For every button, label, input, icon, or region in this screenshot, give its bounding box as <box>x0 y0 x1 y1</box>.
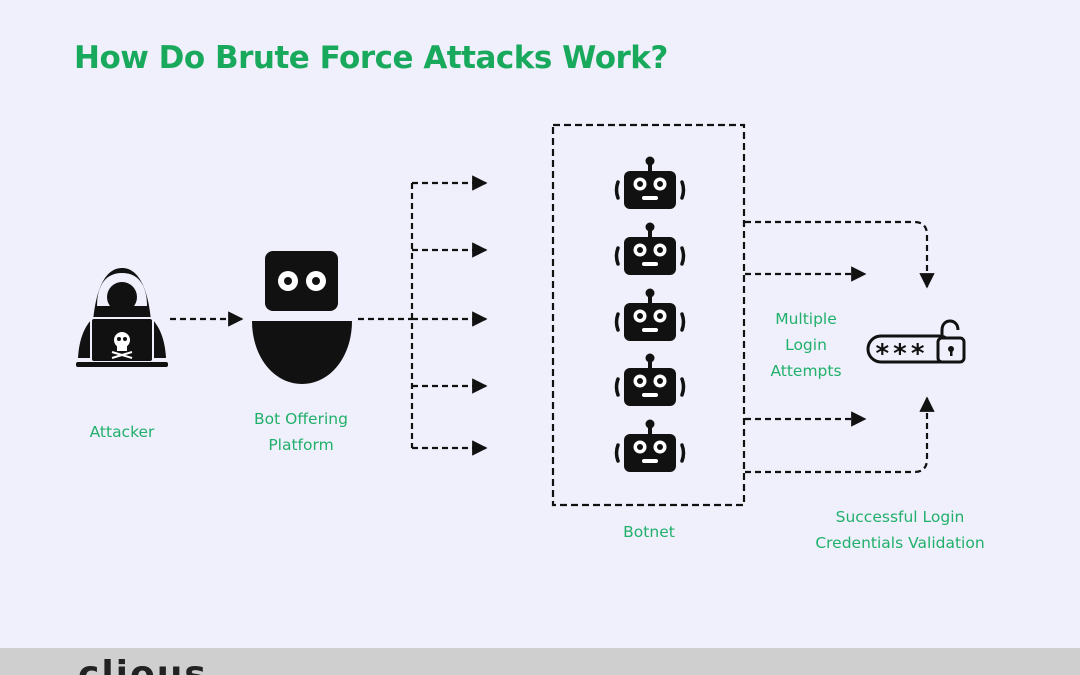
password-lock-icon: *** <box>866 319 966 369</box>
page-title: How Do Brute Force Attacks Work? <box>74 40 668 76</box>
footer-bar: clious <box>0 648 1080 675</box>
robot-icon <box>614 419 686 474</box>
platform-label: Bot Offering Platform <box>236 406 366 458</box>
bot-head-icon <box>252 251 352 384</box>
attempts-label-line2: Login <box>785 336 827 354</box>
robot-icon <box>614 353 686 408</box>
brand-logo-partial: clious <box>78 654 208 675</box>
attempts-label-line3: Attempts <box>770 362 842 380</box>
attempts-label: Multiple Login Attempts <box>756 306 856 384</box>
attempts-label-line1: Multiple <box>775 310 837 328</box>
botnet-label: Botnet <box>609 519 689 545</box>
masked-password: *** <box>875 339 928 369</box>
robot-icon <box>614 222 686 277</box>
attacker-label-text: Attacker <box>89 423 155 441</box>
platform-label-line1: Bot Offering <box>254 410 348 428</box>
botnet-label-text: Botnet <box>623 523 675 541</box>
attacker-label: Attacker <box>72 419 172 445</box>
flow-diagram: *** <box>76 123 966 507</box>
validation-label-line1: Successful Login <box>835 508 965 526</box>
platform-label-line2: Platform <box>268 436 334 454</box>
robot-icon <box>614 288 686 343</box>
validation-label-line2: Credentials Validation <box>815 534 985 552</box>
hacker-icon <box>76 268 168 367</box>
robot-icon <box>614 156 686 211</box>
validation-label: Successful Login Credentials Validation <box>795 504 1005 556</box>
botnet-box <box>551 123 746 507</box>
